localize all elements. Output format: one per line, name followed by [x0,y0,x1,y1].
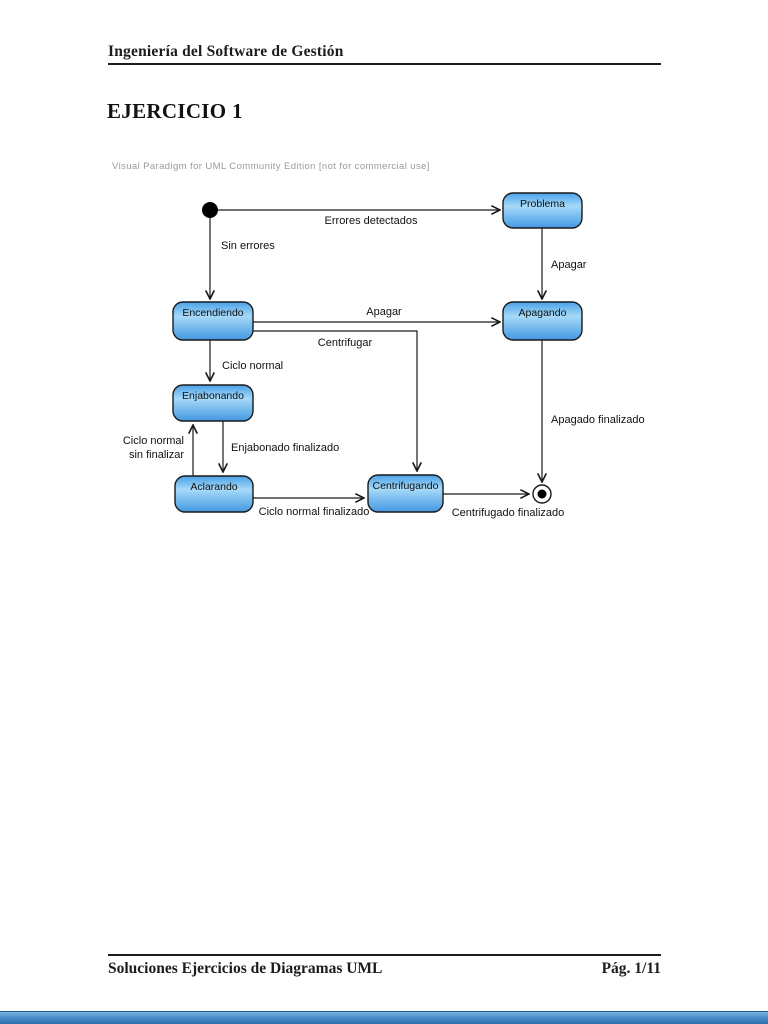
state-label: Problema [520,198,565,210]
state-problema: Problema [502,192,583,229]
visual-paradigm-watermark: Visual Paradigm for UML Community Editio… [112,161,430,172]
state-centrifugando: Centrifugando [367,474,444,513]
transition-errores-detectados: Errores detectados [218,210,500,227]
transition-label: Errores detectados [325,215,418,227]
footer-rule [108,954,661,956]
transition-label: Apagar [366,306,402,318]
page-title: EJERCICIO 1 [107,99,243,123]
transition-apagar-problema: Apagar [542,228,587,299]
state-apagando: Apagando [502,301,583,341]
transition-sin-errores: Sin errores [210,218,275,299]
transition-apagar-encendiendo: Apagar [253,306,500,322]
transition-label: Centrifugar [318,337,373,349]
transition-label: Ciclo normal [222,360,283,372]
transition-ciclo-normal-finalizado: Ciclo normal finalizado [253,498,369,518]
transition-centrifugar: Centrifugar [253,330,417,471]
state-aclarando: Aclarando [174,475,254,513]
transition-label: Ciclo normal finalizado [259,506,370,518]
state-enjabonando: Enjabonando [172,384,254,422]
transition-label: Sin errores [221,240,275,252]
transition-centrifugado-finalizado: Centrifugado finalizado [443,494,564,519]
viewer-bottom-bar [0,1011,768,1024]
final-state-node [532,484,552,504]
transition-apagado-finalizado: Apagado finalizado [542,340,645,482]
state-label: Aclarando [190,481,237,493]
transition-label: Apagado finalizado [551,414,645,426]
transition-label: Apagar [551,259,587,271]
header-rule [108,63,661,65]
state-label: Apagando [519,307,567,319]
state-label: Enjabonando [182,390,244,402]
state-label: Centrifugando [373,480,439,492]
transition-enjabonado-finalizado: Enjabonado finalizado [223,421,339,472]
transition-ciclo-normal: Ciclo normal [210,340,283,381]
initial-state-node [202,202,218,218]
state-encendiendo: Encendiendo [172,301,254,341]
transition-label: Enjabonado finalizado [231,442,339,454]
transition-label: Centrifugado finalizado [452,507,565,519]
footer-page-number: Pág. 1/11 [601,960,661,977]
footer-document-title: Soluciones Ejercicios de Diagramas UML [108,960,383,977]
state-label: Encendiendo [182,307,243,319]
page-header: Ingeniería del Software de Gestión [108,43,344,60]
